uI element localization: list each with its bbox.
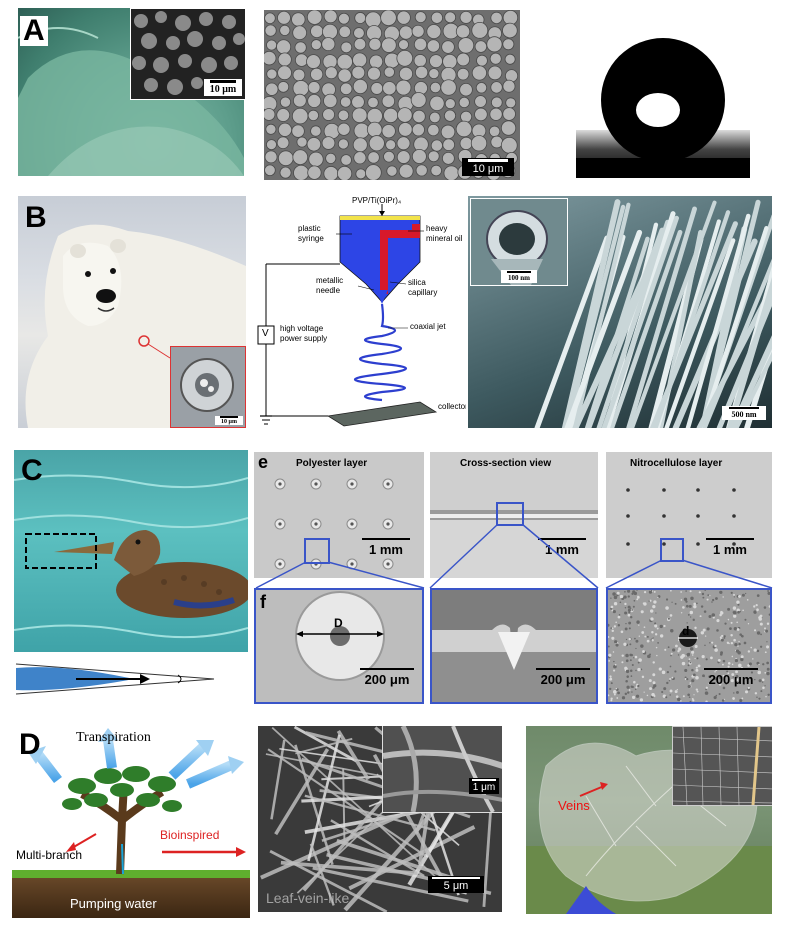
panel-letter-a: A <box>20 16 48 46</box>
coaxial-electrospinning-diagram: PVP/Ti(OiPr)₄ plastic syringe heavy mine… <box>248 194 466 430</box>
scale-nitrocellulose: 1 mm <box>706 538 754 557</box>
diagram-svg <box>257 204 438 427</box>
panel-letter-c: C <box>21 454 43 487</box>
label-oil: heavy mineral oil <box>426 224 463 243</box>
leaf-skeleton-photo: Veins <box>526 726 772 914</box>
fiber-inset: 1 μm <box>382 726 502 813</box>
title-polyester: Polyester layer <box>296 458 368 469</box>
bear-inset-scalebar: 10 μm <box>215 416 243 425</box>
label-transpiration: Transpiration <box>76 730 151 745</box>
scale-cross-closeup: 200 μm <box>536 668 590 687</box>
label-collector: collector <box>438 402 466 411</box>
label-supply: high voltage power supply <box>280 324 328 343</box>
polar-bear-photo: 10 μm <box>18 196 246 428</box>
label-bioinspired: Bioinspired <box>160 828 220 842</box>
nanotube-inset-scalebar: 100 nm <box>501 270 537 283</box>
dimension-D: D <box>334 616 343 630</box>
sublabel-f: f <box>260 592 266 612</box>
label-jet: coaxial jet <box>410 322 446 331</box>
label-veins: Veins <box>558 798 590 813</box>
label-capillary: silica capillary <box>408 278 438 297</box>
label-multi-branch: Multi-branch <box>16 848 83 862</box>
scale-cross-section: 1 mm <box>538 538 586 557</box>
lotus-sem-image: 10 μm <box>264 10 520 180</box>
panel-letter-d: D <box>19 728 41 761</box>
zoom-box-cross-section <box>496 502 524 526</box>
nanotube-inset: 100 nm <box>470 198 568 286</box>
nitrocellulose-layer-image <box>606 452 772 578</box>
zoom-box-nitrocellulose <box>660 538 684 562</box>
duck-photo <box>14 450 248 652</box>
fiber-network-sem: 1 μm Leaf-vein-like 5 μm <box>258 726 502 912</box>
lotus-sem-inset: 10 μm <box>130 8 246 100</box>
tree-schematic <box>12 724 250 918</box>
title-nitrocellulose: Nitrocellulose layer <box>630 458 723 469</box>
nitrocellulose-closeup <box>606 588 772 704</box>
dimension-d: d <box>682 624 690 638</box>
fiber-inset-scalebar: 1 μm <box>469 778 499 794</box>
scale-nitro-closeup: 200 μm <box>704 668 758 687</box>
panel-letter-b: B <box>25 201 47 234</box>
label-pumping-water: Pumping water <box>70 896 157 911</box>
bear-hair-sem-inset: 10 μm <box>170 346 246 428</box>
lotus-sem-scalebar: 10 μm <box>462 158 514 176</box>
polyester-layer-image <box>254 452 424 578</box>
polyester-pore-closeup <box>254 588 424 704</box>
label-voltage-symbol: V <box>262 328 269 339</box>
label-solution: PVP/Ti(OiPr)₄ <box>352 196 402 205</box>
nanotube-scalebar: 500 nm <box>722 406 766 420</box>
fiber-scalebar: 5 μm <box>428 876 484 893</box>
label-needle: metallic needle <box>316 276 344 295</box>
label-syringe: plastic syringe <box>298 224 324 243</box>
nanotube-sem-image: 100 nm 500 nm <box>468 196 772 428</box>
zoom-box-polyester <box>304 538 330 564</box>
scale-pore-closeup: 200 μm <box>360 668 414 687</box>
leaf-vein-inset <box>672 726 772 806</box>
title-cross-section: Cross-section view <box>460 458 552 469</box>
watermark-leaf-vein: Leaf-vein-like <box>266 890 350 906</box>
cross-section-closeup <box>430 588 598 704</box>
sublabel-e: e <box>258 452 269 472</box>
scale-polyester: 1 mm <box>362 538 410 557</box>
water-droplet-image <box>576 10 750 178</box>
beak-schematic <box>14 660 248 698</box>
lotus-inset-scalebar: 10 μm <box>204 79 242 96</box>
